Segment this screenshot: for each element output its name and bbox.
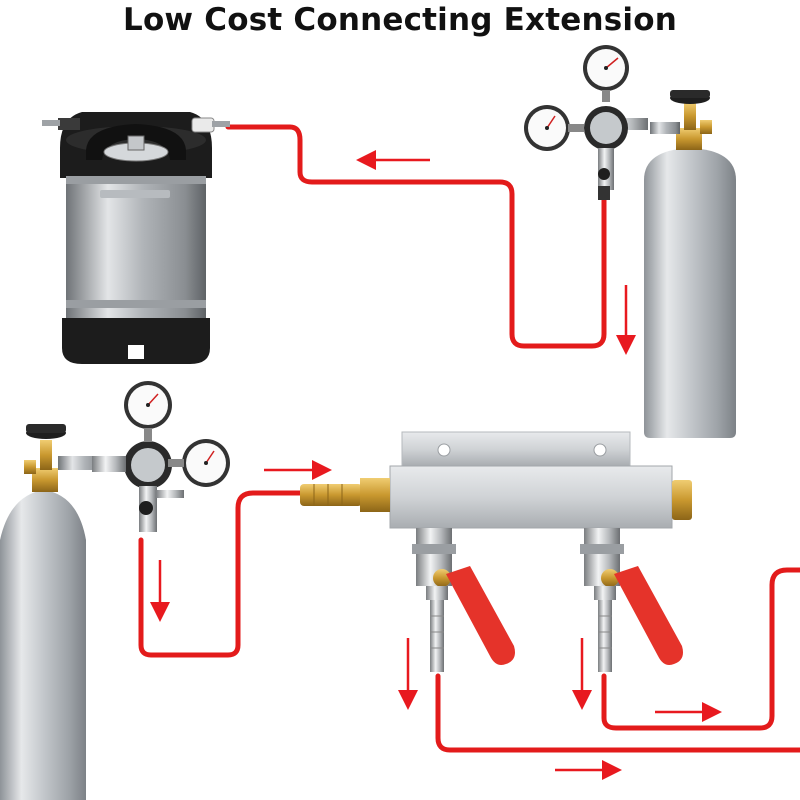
barb-fitting: [430, 600, 444, 672]
co2-cylinder-bottom: [0, 424, 106, 800]
ball-lock-connector: [42, 118, 80, 130]
pressure-gauge: [524, 105, 584, 151]
gas-manifold: [300, 432, 692, 528]
pressure-gauge: [168, 439, 230, 487]
co2-cylinder-top: [644, 90, 736, 438]
shutoff-valve: [580, 528, 683, 672]
hose-regulator-to-manifold: [141, 493, 300, 655]
barb-fitting: [300, 478, 390, 512]
ball-lock-connector: [192, 118, 230, 132]
keg: [42, 112, 230, 364]
pressure-regulator-top: [524, 45, 648, 200]
barb-fitting: [598, 600, 612, 672]
hose-valve-1-output: [438, 676, 800, 750]
pressure-gauge: [124, 381, 172, 442]
pressure-regulator-bottom: [92, 381, 230, 532]
pressure-gauge: [583, 45, 629, 102]
shutoff-valve: [412, 528, 515, 672]
